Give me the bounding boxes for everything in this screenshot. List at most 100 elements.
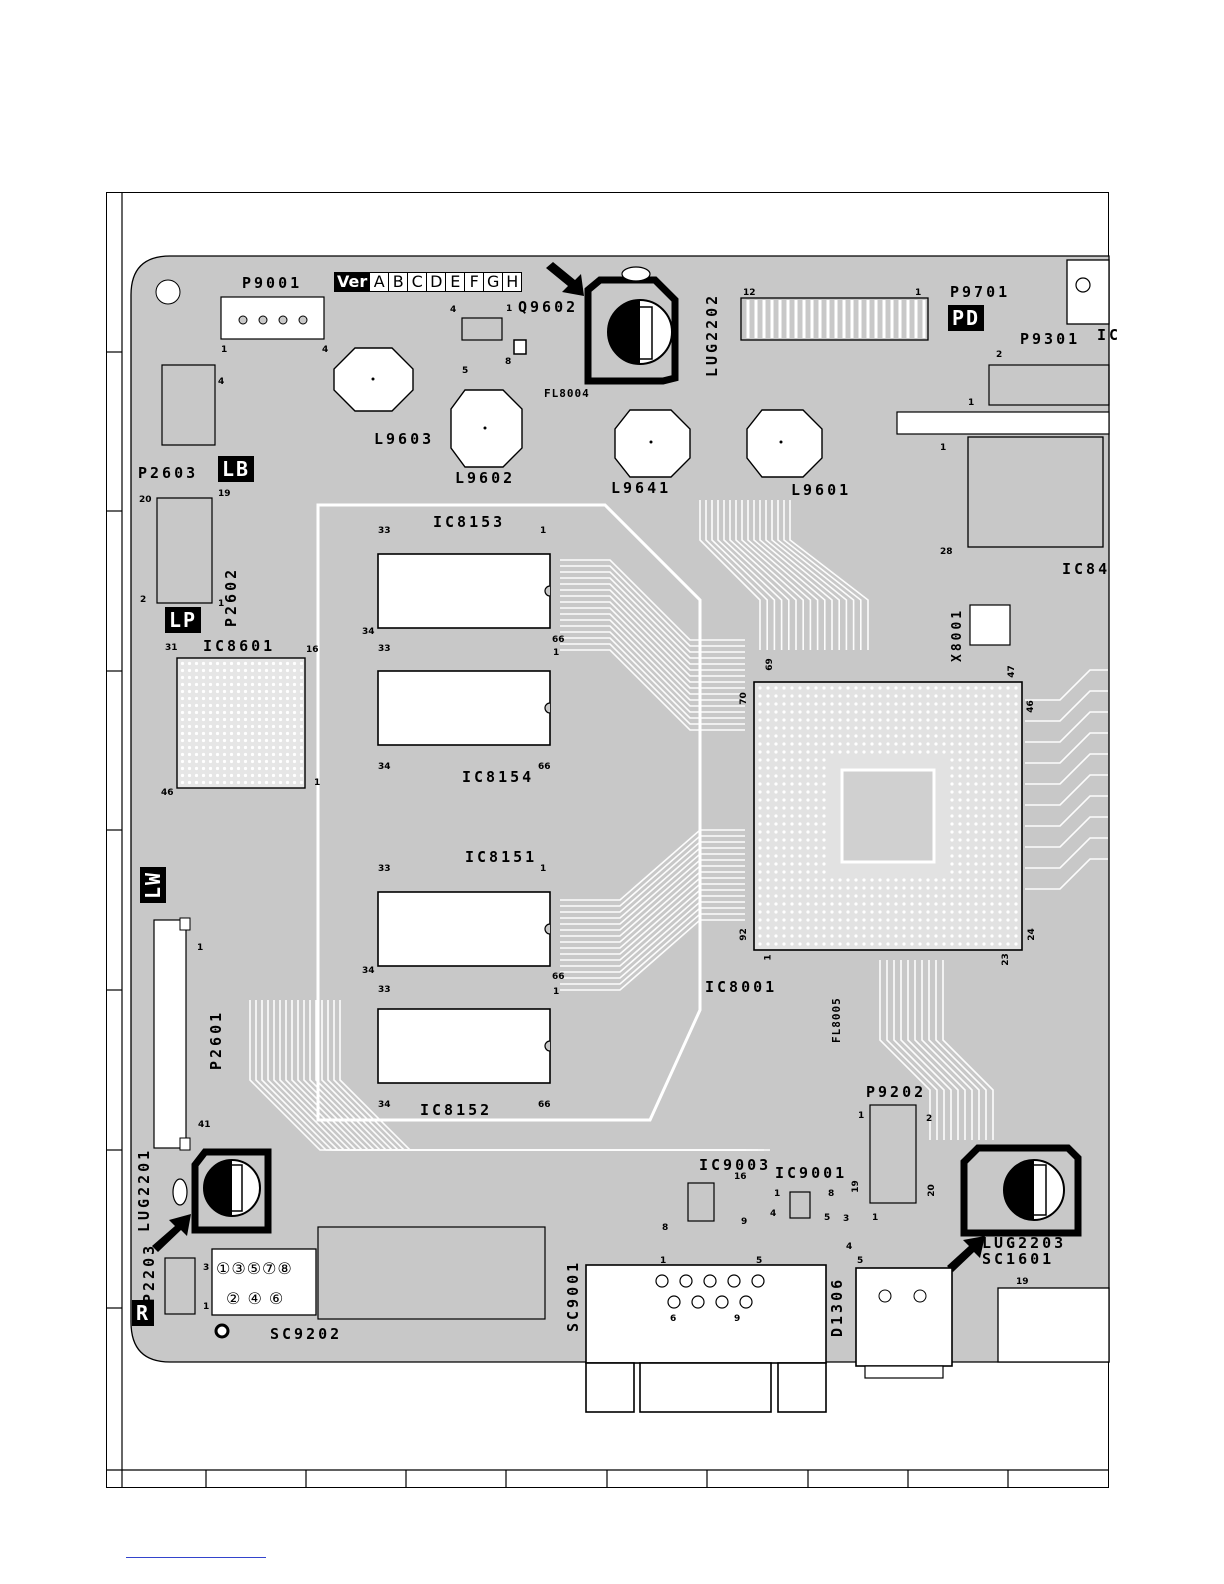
tag-lb: LB xyxy=(218,456,255,482)
pin: 16 xyxy=(734,1172,747,1182)
pin: 5 xyxy=(756,1256,763,1266)
pin: 1 xyxy=(940,443,947,453)
pin: 4 xyxy=(218,377,225,387)
pin: 23 xyxy=(1000,953,1011,966)
pin: 2 xyxy=(996,350,1003,360)
tr-component xyxy=(1066,259,1110,325)
traces xyxy=(249,500,1108,1151)
label-sc9202: SC9202 xyxy=(270,1325,343,1343)
pin: 8 xyxy=(505,357,512,367)
pin: 1 xyxy=(314,778,321,788)
sc9001-pins xyxy=(655,1274,765,1309)
sc9202-pin-label: ⑧ xyxy=(277,1259,293,1278)
memory-ic-notches xyxy=(544,585,551,1052)
sc9202-pin-row-top: ①③⑤⑦⑧ xyxy=(216,1259,293,1278)
pin: 1 xyxy=(203,1302,210,1312)
version-cell: D xyxy=(426,272,447,292)
pin: 3 xyxy=(843,1214,850,1224)
pin: 1 xyxy=(540,526,547,536)
pin: 34 xyxy=(378,1100,391,1110)
tag-r: R xyxy=(132,1300,155,1326)
p2601-body xyxy=(153,919,187,1149)
pin: 12 xyxy=(743,288,756,298)
pin: 1 xyxy=(858,1111,865,1121)
version-cell: H xyxy=(502,272,523,292)
pin: 19 xyxy=(1016,1277,1029,1287)
version-cell: F xyxy=(464,272,485,292)
ic8601-balls xyxy=(180,661,304,785)
sc9001-foot xyxy=(585,1362,827,1413)
ic9003-body xyxy=(687,1182,715,1222)
tag-lw: LW xyxy=(140,866,166,903)
lug2203 xyxy=(960,1144,1082,1237)
pin: 46 xyxy=(161,788,174,798)
mounting-hole xyxy=(155,279,181,305)
pin: 1 xyxy=(218,599,225,609)
pin: 1 xyxy=(968,398,975,408)
p9001-pins xyxy=(238,315,308,325)
label-l9601: L9601 xyxy=(791,481,852,499)
pin: 1 xyxy=(540,864,547,874)
label-sc1601: SC1601 xyxy=(982,1250,1055,1268)
pin: 16 xyxy=(306,645,319,655)
pin: 66 xyxy=(552,635,565,645)
pin: 19 xyxy=(218,489,231,499)
label-ic8601: IC8601 xyxy=(203,637,276,655)
label-ic9001: IC9001 xyxy=(775,1164,848,1182)
label-ic8154: IC8154 xyxy=(462,768,535,786)
lug2202-arrow xyxy=(546,262,584,296)
pin: 1 xyxy=(915,288,922,298)
pin: 5 xyxy=(462,366,469,376)
sc1601-body xyxy=(997,1287,1110,1363)
pin: 20 xyxy=(926,1184,937,1197)
d1306-body xyxy=(855,1267,953,1367)
label-p9701: P9701 xyxy=(950,283,1011,301)
pin: 34 xyxy=(362,627,375,637)
p9001-body xyxy=(220,296,325,340)
label-fl8004: FL8004 xyxy=(544,387,590,400)
memory-ics xyxy=(377,553,551,1084)
pin: 70 xyxy=(738,692,749,705)
label-p9001: P9001 xyxy=(242,274,303,292)
pin: 33 xyxy=(378,526,391,536)
label-q9602: Q9602 xyxy=(518,298,579,316)
inductor-centers xyxy=(371,377,783,444)
sc9202-pin-row-bottom: ② ④ ⑥ xyxy=(226,1289,284,1308)
sc9202-pin-label: ② xyxy=(226,1289,248,1308)
pin: 69 xyxy=(764,658,775,671)
pin: 1 xyxy=(872,1213,879,1223)
q9602-pad xyxy=(513,339,527,355)
pin: 5 xyxy=(824,1213,831,1223)
version-cell: C xyxy=(407,272,428,292)
version-cell: A xyxy=(369,272,390,292)
label-ic8001: IC8001 xyxy=(705,978,778,996)
p9701-pins xyxy=(746,300,926,338)
pin: 8 xyxy=(828,1189,835,1199)
sc9202-shell xyxy=(317,1226,546,1320)
ic8601-body xyxy=(176,657,306,789)
label-ic-partial: IC xyxy=(1097,326,1122,344)
version-label: Ver xyxy=(334,272,371,292)
label-lug2201: LUG2201 xyxy=(135,1147,153,1232)
mounting-hole-small xyxy=(214,1323,230,1339)
label-p2601: P2601 xyxy=(207,1009,225,1070)
label-ic8151: IC8151 xyxy=(465,848,538,866)
pin: 9 xyxy=(741,1217,748,1227)
label-ic84-partial: IC84 xyxy=(1062,560,1111,578)
pin: 66 xyxy=(538,1100,551,1110)
pin: 5 xyxy=(857,1256,864,1266)
lug2203-arrow xyxy=(947,1236,985,1272)
ic9001-body xyxy=(789,1191,811,1219)
label-ic8153: IC8153 xyxy=(433,513,506,531)
label-lug2203: LUG2203 xyxy=(982,1234,1067,1252)
board-outline xyxy=(130,255,1110,1363)
lug2201-arrow xyxy=(152,1214,191,1252)
pin: 1 xyxy=(763,954,774,961)
pin: 6 xyxy=(670,1314,677,1324)
ic8001-balls xyxy=(758,686,1018,946)
label-fl8005: FL8005 xyxy=(830,997,843,1043)
sc9202-pin-label: ④ xyxy=(247,1289,269,1308)
sc9202-pin-label: ⑦ xyxy=(262,1259,278,1278)
